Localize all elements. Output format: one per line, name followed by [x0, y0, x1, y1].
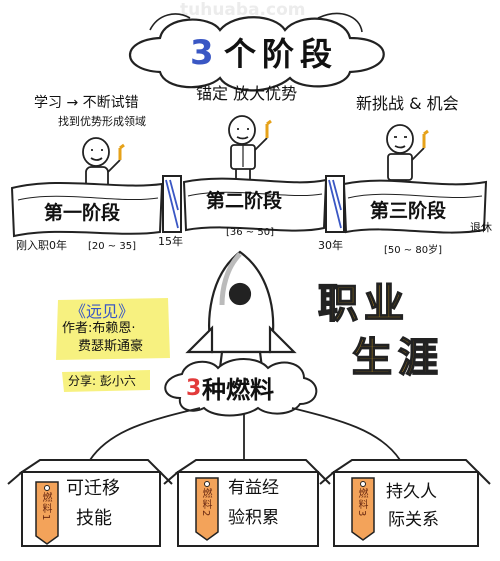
- title-number: 3: [190, 33, 214, 73]
- fuel-text: 种燃料: [202, 376, 274, 404]
- box-1-line1: 可迁移: [66, 478, 120, 499]
- box-2-line2: 验积累: [228, 508, 279, 528]
- fuel-number: 3: [186, 376, 202, 401]
- top-label-left-2: 找到优势形成领域: [58, 115, 146, 128]
- top-label-left-1: 学习 → 不断试错: [34, 95, 139, 111]
- sharer-text: 分享: 彭小六: [68, 374, 136, 388]
- mark-start: 刚入职0年: [16, 239, 67, 252]
- mark-15: 15年: [158, 235, 183, 248]
- exhaust-cloud: [164, 358, 318, 417]
- stage-3-label: 第三阶段: [370, 200, 447, 222]
- figure-middle: [228, 115, 272, 180]
- stage-2-label: 第二阶段: [206, 190, 283, 212]
- figure-right: [386, 124, 429, 192]
- stage-3-range: [50 ~ 80岁]: [384, 245, 442, 256]
- watermark-text: tuhuaba.com: [180, 0, 306, 20]
- book-author-1: 作者:布赖恩·: [62, 321, 136, 336]
- mark-30: 30年: [318, 239, 343, 252]
- stage-1-range: [20 ~ 35]: [88, 241, 136, 252]
- top-label-middle: 锚定 放大优势: [196, 84, 298, 103]
- fuel-box-1: [7, 459, 173, 547]
- box-3-line2: 际关系: [388, 510, 439, 530]
- fuel-box-2: [163, 459, 331, 547]
- top-label-right: 新挑战 & 机会: [356, 94, 459, 113]
- career-title-1: 职业: [317, 281, 410, 327]
- title-text: 个阶段: [224, 35, 339, 73]
- tag-3-text: 燃料3: [356, 488, 367, 518]
- fuel-box-3: [319, 459, 491, 547]
- title-cloud: [129, 16, 385, 92]
- stage-ribbon-3: [342, 179, 488, 234]
- career-title-2: 生涯: [351, 335, 444, 381]
- box-2-line1: 有益经: [228, 478, 279, 498]
- box-3-line1: 持久人: [386, 482, 437, 502]
- tag-1-text: 燃料1: [40, 492, 51, 522]
- tag-2-text: 燃料2: [200, 488, 211, 518]
- tag-3: [351, 477, 375, 541]
- rocket-drawing: [185, 250, 297, 370]
- branch-left: [89, 407, 201, 461]
- book-title: 《远见》: [70, 302, 135, 321]
- stage-1-label: 第一阶段: [44, 202, 121, 224]
- stage-2-range: [36 ~ 50]: [226, 227, 274, 238]
- book-highlight: [56, 298, 170, 360]
- tag-2: [195, 477, 219, 541]
- branch-right: [291, 407, 401, 461]
- box-1-line2: 技能: [76, 508, 112, 529]
- book-author-2: 费瑟斯通豪: [78, 339, 144, 354]
- sharer-highlight: [62, 370, 150, 392]
- mark-end: 退休: [470, 221, 492, 234]
- tag-1: [35, 481, 59, 545]
